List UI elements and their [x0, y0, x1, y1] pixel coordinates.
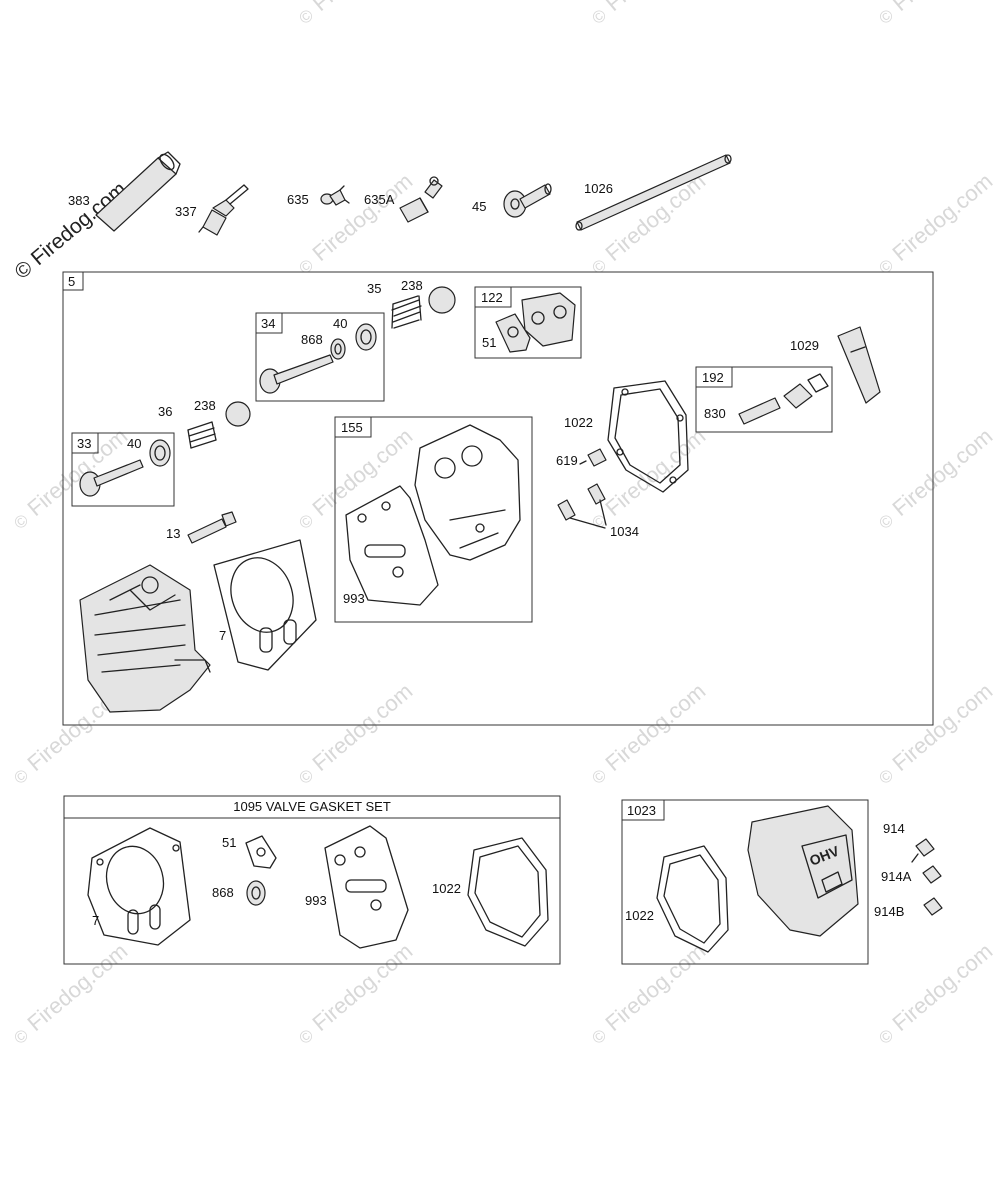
- label-35: 35: [367, 281, 381, 296]
- label-40-top: 40: [333, 316, 347, 331]
- label-238-top: 238: [401, 278, 423, 293]
- part-1026-push-rod: [575, 154, 732, 231]
- part-33-valve: [79, 439, 171, 497]
- label-1034: 1034: [610, 524, 639, 539]
- set-868-seal: [246, 880, 266, 906]
- part-635: [320, 185, 350, 206]
- label-122: 122: [481, 290, 503, 305]
- label-993: 993: [343, 591, 365, 606]
- set-51-gasket: [245, 835, 277, 869]
- main-assembly-box: 5: [62, 271, 934, 726]
- label-40-left: 40: [127, 436, 141, 451]
- label-337: 337: [175, 204, 197, 219]
- label-1022: 1022: [564, 415, 593, 430]
- set-label-51: 51: [222, 835, 236, 850]
- label-192: 192: [702, 370, 724, 385]
- set-label-993: 993: [305, 893, 327, 908]
- gasket-set-title: 1095 VALVE GASKET SET: [233, 799, 391, 814]
- valve-gasket-set-box: 1095 VALVE GASKET SET 51 868 7: [63, 795, 561, 965]
- label-619: 619: [556, 453, 578, 468]
- part-830: [738, 373, 829, 425]
- label-635a: 635A: [364, 192, 395, 207]
- label-1026: 1026: [584, 181, 613, 196]
- label-51: 51: [482, 335, 496, 350]
- part-1029-rocker: [837, 326, 881, 404]
- set-1022-gasket: [467, 837, 549, 947]
- label-914a: 914A: [881, 869, 912, 884]
- top-parts: 383 337 635 635A 45 1026: [68, 151, 732, 236]
- part-619: [579, 448, 607, 467]
- set-label-868: 868: [212, 885, 234, 900]
- box-label-5: 5: [68, 274, 75, 289]
- part-122-bracket: [495, 292, 576, 353]
- fasteners-914: 914 914A 914B: [874, 821, 943, 919]
- cover-1022-gasket: [656, 845, 729, 953]
- label-383: 383: [68, 193, 90, 208]
- part-34-valve: [259, 323, 377, 394]
- part-635a: [399, 176, 443, 223]
- label-914: 914: [883, 821, 905, 836]
- label-33: 33: [77, 436, 91, 451]
- label-830: 830: [704, 406, 726, 421]
- part-238-cap: [428, 286, 456, 314]
- set-993-gasket: [324, 825, 409, 949]
- label-34: 34: [261, 316, 275, 331]
- part-1022-gasket: [607, 380, 689, 493]
- label-868: 868: [301, 332, 323, 347]
- label-36: 36: [158, 404, 172, 419]
- set-label-1022: 1022: [432, 881, 461, 896]
- valve-cover: OHV: [747, 805, 859, 937]
- part-1034: [557, 483, 607, 529]
- cover-box-label: 1023: [627, 803, 656, 818]
- label-635: 635: [287, 192, 309, 207]
- label-238-mid: 238: [194, 398, 216, 413]
- set-7-head-gasket: [87, 827, 191, 946]
- part-155-gaskets: [345, 424, 521, 606]
- part-238b-cap: [225, 401, 251, 427]
- label-13: 13: [166, 526, 180, 541]
- part-36-spring: [187, 421, 217, 449]
- part-7-head-gasket: [213, 539, 317, 671]
- valve-cover-box: 1023 OHV 1022: [621, 799, 869, 965]
- part-45: [503, 183, 552, 218]
- part-cylinder-head: [79, 564, 211, 713]
- set-label-7: 7: [92, 913, 99, 928]
- part-13-bolt: [187, 511, 237, 544]
- cover-label-1022: 1022: [625, 908, 654, 923]
- label-914b: 914B: [874, 904, 904, 919]
- label-7: 7: [219, 628, 226, 643]
- label-1029: 1029: [790, 338, 819, 353]
- part-337-spark-plug: [198, 184, 249, 236]
- label-45: 45: [472, 199, 486, 214]
- part-35-spring: [391, 295, 422, 329]
- label-155: 155: [341, 420, 363, 435]
- part-383-tube: [95, 151, 181, 232]
